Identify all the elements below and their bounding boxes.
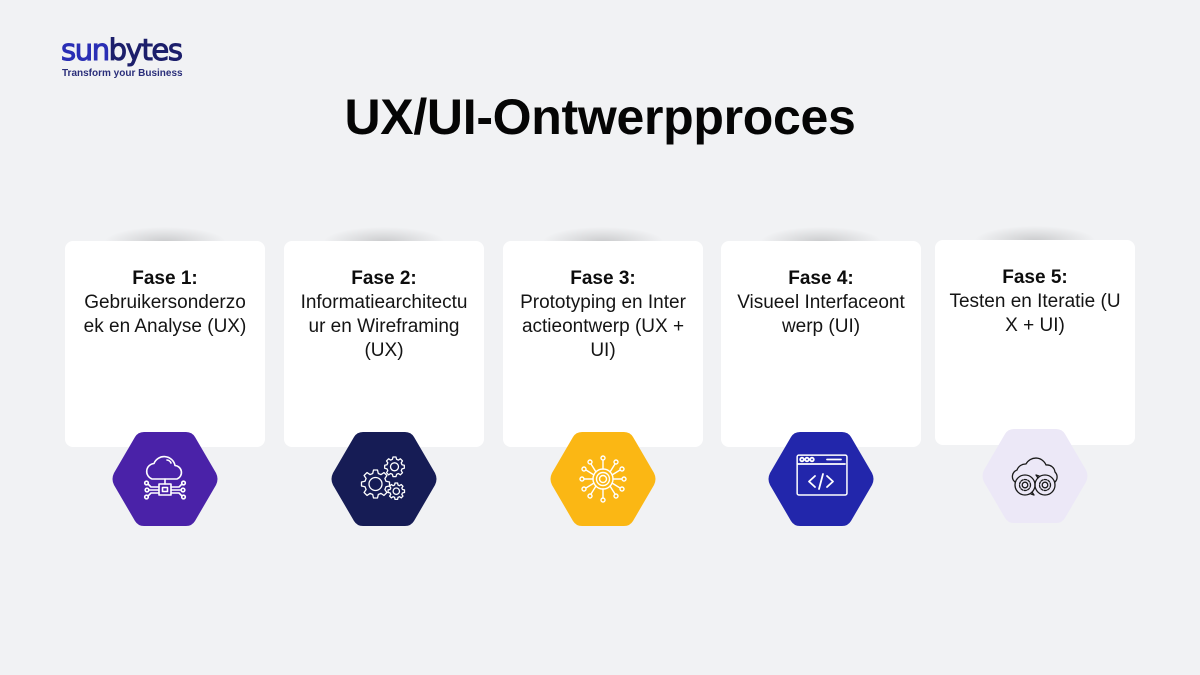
logo-bytes: bytes <box>108 33 183 67</box>
phase-hexagon-2 <box>329 430 439 528</box>
phase-card-body: Fase 2: Informatiearchitectuur en Wirefr… <box>284 241 484 447</box>
logo-sun: sun <box>61 33 111 67</box>
phase-label: Fase 2: <box>351 268 417 289</box>
cloud-gears-cycle-icon <box>1011 457 1058 496</box>
cloud-network-icon <box>143 455 187 500</box>
phase-card-1: Fase 1: Gebruikersonderzoek en Analyse (… <box>65 227 265 526</box>
phase-card-3: Fase 3: Prototyping en Interactieontwerp… <box>503 227 703 526</box>
phase-card-4: Fase 4: Visueel Interfaceontwerp (UI) <box>721 227 921 526</box>
phase-description: Prototyping en Interactieontwerp (UX + U… <box>520 292 686 361</box>
phase-hexagon-1 <box>110 430 220 528</box>
phase-description: Gebruikersonderzoek en Analyse (UX) <box>83 292 247 337</box>
page-title: UX/UI-Ontwerpproces <box>344 89 856 145</box>
phase-hexagon-5 <box>980 427 1090 525</box>
phase-label: Fase 3: <box>570 268 636 289</box>
phase-label: Fase 5: <box>1002 267 1068 288</box>
phase-card-body: Fase 1: Gebruikersonderzoek en Analyse (… <box>65 241 265 447</box>
phase-hexagon-3 <box>548 430 658 528</box>
gears-icon <box>360 456 406 501</box>
phase-description: Visueel Interfaceontwerp (UI) <box>737 292 905 337</box>
gear-network-icon <box>579 455 627 503</box>
phase-description: Testen en Iteratie (UX + UI) <box>949 291 1121 336</box>
phase-card-body: Fase 4: Visueel Interfaceontwerp (UI) <box>721 241 921 447</box>
phase-card-body: Fase 5: Testen en Iteratie (UX + UI) <box>935 240 1135 445</box>
phase-label: Fase 4: <box>788 268 854 289</box>
brand-logo: sunbytes Transform your Business <box>61 33 184 80</box>
phase-card-body: Fase 3: Prototyping en Interactieontwerp… <box>503 241 703 447</box>
logo-tagline: Transform your Business <box>62 68 183 79</box>
browser-code-icon <box>796 454 848 496</box>
phase-hexagon-4 <box>766 430 876 528</box>
phase-card-5: Fase 5: Testen en Iteratie (UX + UI) <box>935 226 1135 523</box>
logo-wordmark: sunbytes <box>61 33 184 67</box>
hexagon-shape <box>331 432 437 526</box>
phase-card-2: Fase 2: Informatiearchitectuur en Wirefr… <box>284 227 484 526</box>
hexagon-shape <box>550 432 656 526</box>
hexagon-shape <box>982 429 1088 523</box>
phase-description: Informatiearchitectuur en Wireframing (U… <box>300 292 468 361</box>
phase-label: Fase 1: <box>132 268 198 289</box>
